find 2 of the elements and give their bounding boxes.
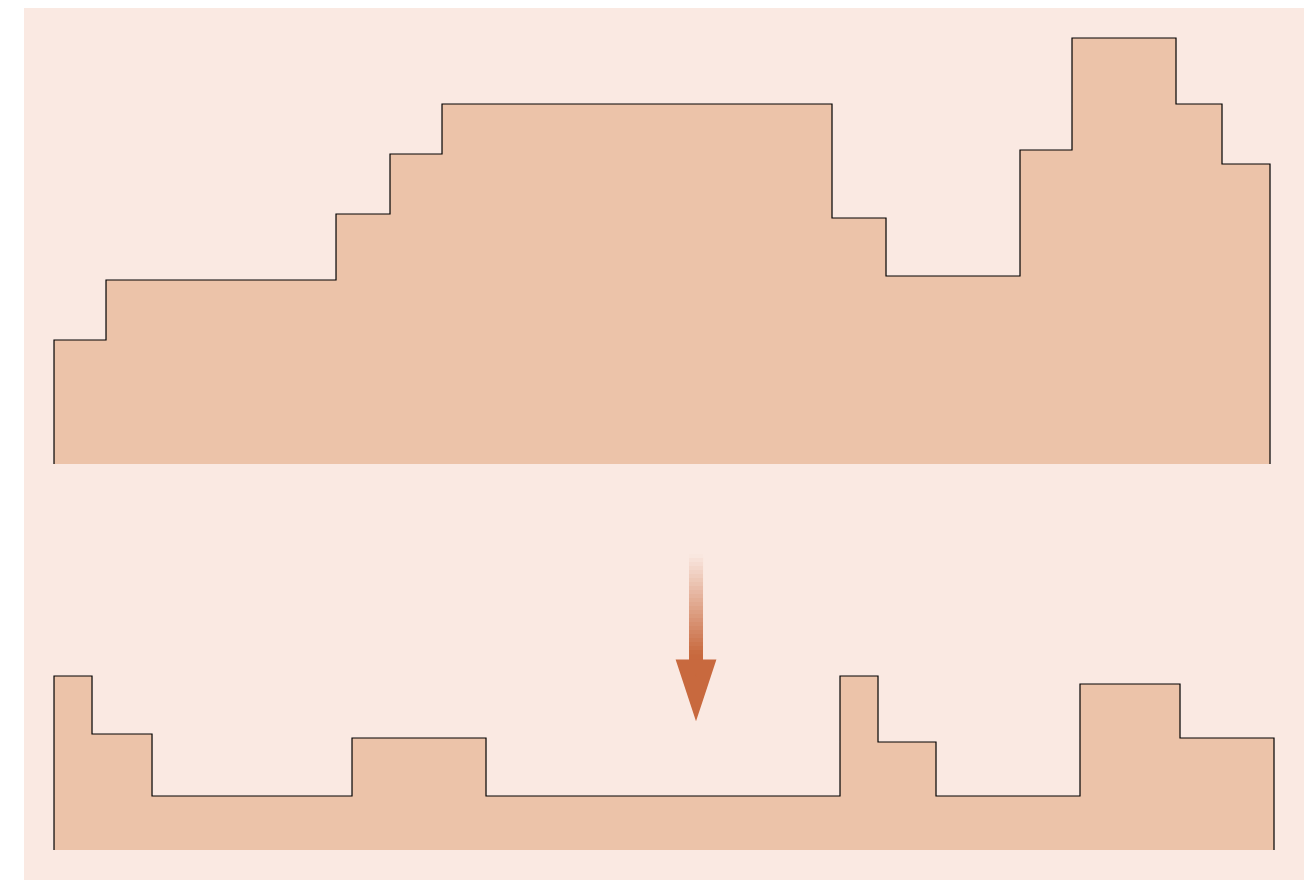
- step-profile: [53, 37, 1271, 465]
- step-profile: [53, 675, 1275, 851]
